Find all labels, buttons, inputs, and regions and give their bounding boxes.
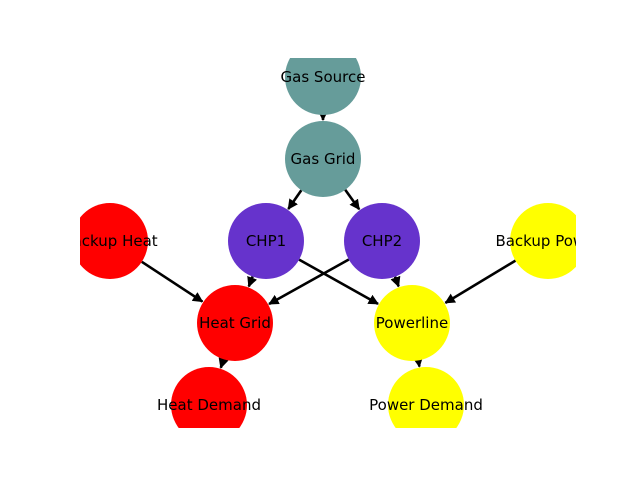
node-backup-power [510,203,576,279]
node-label-chp1: CHP1 [246,232,286,250]
node-layer [80,58,576,428]
edge-heat-grid-to-heat-demand [218,357,229,369]
edge-chp1-to-powerline [298,258,379,306]
edge-chp1-to-heat-grid [247,275,257,288]
edge-gas-grid-to-chp1 [287,189,303,210]
node-power-demand [388,367,464,428]
node-backup-heat [80,203,148,279]
node-chp1 [228,203,304,279]
edge-chp2-to-heat-grid [268,258,350,306]
node-gas-source [285,58,361,115]
node-label-heat-demand: Heat Demand [157,396,261,414]
edge-layer [141,110,517,369]
node-heat-demand [171,367,247,428]
edge-chp2-to-powerline [390,275,401,288]
node-label-heat-grid: Heat Grid [199,314,271,332]
node-label-powerline: Powerline [376,314,448,332]
node-heat-grid [197,285,273,361]
node-powerline [374,285,450,361]
node-label-chp2: CHP2 [362,232,402,250]
node-gas-grid [285,121,361,197]
node-label-backup-heat: Backup Heat [62,232,157,250]
node-label-power-demand: Power Demand [369,396,483,414]
edge-powerline-to-power-demand [412,356,424,368]
node-label-backup-power: Backup Power [495,232,601,250]
node-chp2 [344,203,420,279]
node-label-gas-grid: Gas Grid [291,150,356,168]
edge-gas-grid-to-chp2 [344,189,361,211]
edge-backup-heat-to-heat-grid [141,260,204,303]
node-label-gas-source: Gas Source [281,68,366,86]
edge-backup-power-to-powerline [444,259,517,305]
